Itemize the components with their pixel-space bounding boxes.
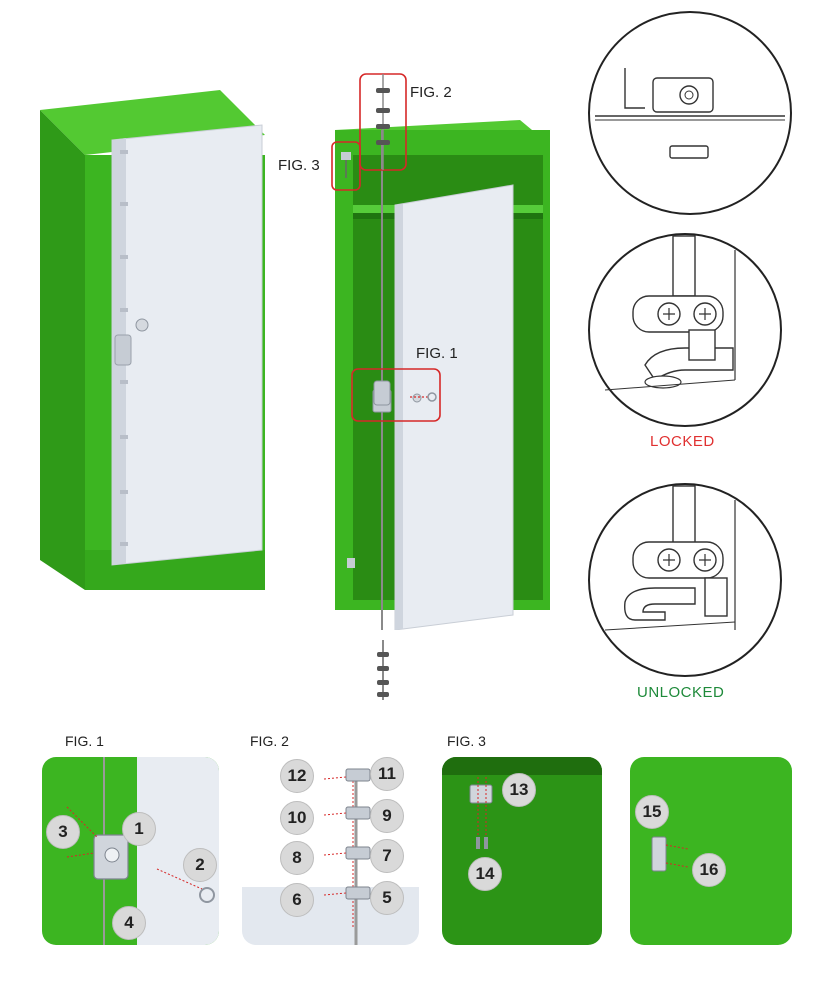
side-bracket-drawing [651,836,689,872]
fig3-detail-panel-a: 13 14 [442,757,602,945]
lock-assembly-drawing [66,757,215,945]
part-14-badge: 14 [468,857,502,891]
part-9-badge: 9 [370,799,404,833]
open-cabinet-illustration [335,120,550,630]
fig2-callout-label: FIG. 2 [410,84,452,101]
part-3-badge: 3 [46,815,80,849]
fig1-detail-panel: 1 2 3 4 [42,757,219,945]
rod-bracket-drawing [323,768,371,945]
fig3-detail-panel-b: 15 16 [630,757,792,945]
locked-state-label: LOCKED [650,433,715,450]
part-16-badge: 16 [692,853,726,887]
hinge-bracket-drawing [469,777,493,849]
fig2-panel-title: FIG. 2 [250,733,289,749]
fig1-callout-box [351,368,441,422]
unlocked-detail-circle [588,483,782,677]
fig1-panel-title: FIG. 1 [65,733,104,749]
rod-hardware-lower [377,640,389,700]
part-1-badge: 1 [122,812,156,846]
closed-cabinet-illustration [40,90,265,590]
latch-detail-circle [588,11,792,215]
fig1-callout-label: FIG. 1 [416,345,458,362]
fig2-callout-box [359,73,407,171]
unlocked-state-label: UNLOCKED [637,684,725,701]
part-7-badge: 7 [370,839,404,873]
fig3-panel-title: FIG. 3 [447,733,486,749]
part-10-badge: 10 [280,801,314,835]
part-2-badge: 2 [183,848,217,882]
part-15-badge: 15 [635,795,669,829]
part-4-badge: 4 [112,906,146,940]
fig3-callout-box [331,141,361,191]
part-12-badge: 12 [280,759,314,793]
cabinet-corner [442,757,602,775]
locked-detail-circle [588,233,782,427]
part-11-badge: 11 [370,757,404,791]
part-8-badge: 8 [280,841,314,875]
part-5-badge: 5 [370,881,404,915]
part-13-badge: 13 [502,773,536,807]
part-6-badge: 6 [280,883,314,917]
fig2-detail-panel: 12 11 10 9 8 7 6 5 [242,757,419,945]
fig3-callout-label: FIG. 3 [278,157,320,174]
